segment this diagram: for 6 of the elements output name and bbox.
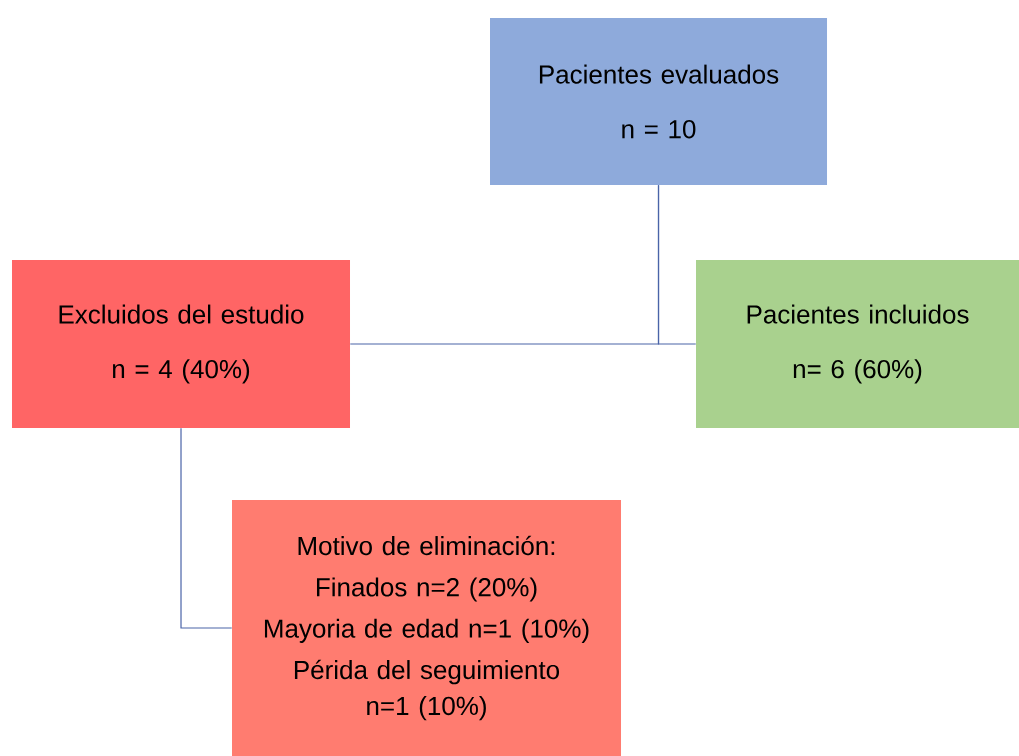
process-box: Motivo de eliminación: Finados n=2 (20%) Mayoria de edad n=1 (10%) Périda del seguimiento n=1 (10%) [232, 500, 621, 756]
process-box: Excluidos del estudio n = 4 (40%) [12, 260, 350, 428]
connector-line [657, 184, 697, 345]
process-box: Pacientes evaluados n = 10 [490, 18, 827, 185]
process-box: Pacientes incluidos n= 6 (60%) [696, 260, 1019, 428]
connector-line [180, 427, 233, 629]
